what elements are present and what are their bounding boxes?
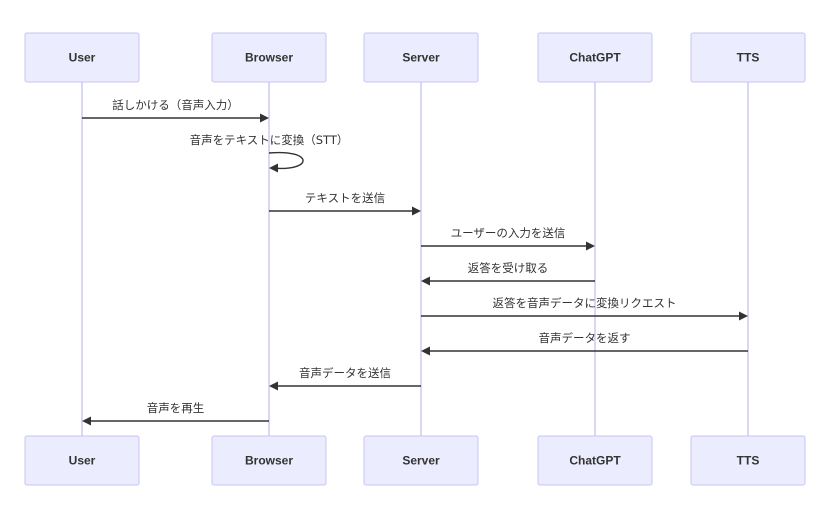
- actor-label: ChatGPT: [569, 454, 621, 468]
- actor-label: Browser: [245, 51, 293, 65]
- arrowhead: [586, 241, 595, 251]
- message-label: 音声をテキストに変換（STT）: [190, 133, 349, 147]
- actor-label: ChatGPT: [569, 51, 621, 65]
- message-1: 話しかける（音声入力）: [82, 98, 269, 123]
- arrowhead: [412, 206, 421, 216]
- actor-user-bottom: User: [24, 435, 140, 486]
- arrowhead: [739, 311, 748, 321]
- message-label: 返答を受け取る: [468, 261, 549, 275]
- actor-user-top: User: [24, 32, 140, 83]
- actor-box: [537, 32, 653, 83]
- actor-box: [363, 435, 479, 486]
- actor-label: Server: [402, 51, 440, 65]
- message-label: 音声を再生: [147, 401, 205, 415]
- actor-box: [211, 435, 327, 486]
- actor-server-bottom: Server: [363, 435, 479, 486]
- actor-box: [537, 435, 653, 486]
- actor-box: [690, 32, 806, 83]
- message-3: テキストを送信: [269, 191, 421, 216]
- actor-server-top: Server: [363, 32, 479, 83]
- actor-label: User: [69, 454, 96, 468]
- actor-box: [363, 32, 479, 83]
- actor-browser-bottom: Browser: [211, 435, 327, 486]
- arrowhead: [421, 276, 430, 286]
- actor-browser-top: Browser: [211, 32, 327, 83]
- actor-box: [211, 32, 327, 83]
- actor-tts-top: TTS: [690, 32, 806, 83]
- actor-box: [690, 435, 806, 486]
- arrowhead: [82, 416, 91, 426]
- actor-label: User: [69, 51, 96, 65]
- message-6: 返答を音声データに変換リクエスト: [421, 296, 748, 321]
- messages: 話しかける（音声入力） 音声をテキストに変換（STT） テキストを送信ユーザーの入力…: [82, 98, 748, 426]
- message-label: 音声データを返す: [539, 331, 631, 345]
- message-7: 音声データを返す: [421, 331, 748, 356]
- actor-label: Server: [402, 454, 440, 468]
- arrowhead: [269, 163, 278, 173]
- message-label: テキストを送信: [305, 191, 385, 205]
- message-5: 返答を受け取る: [421, 261, 595, 286]
- message-line: [268, 151, 304, 170]
- message-label: 返答を音声データに変換リクエスト: [493, 296, 677, 310]
- message-label: 話しかける（音声入力）: [112, 98, 239, 112]
- actors-top: User Browser Server ChatGPT TTS: [24, 32, 806, 83]
- actor-tts-bottom: TTS: [690, 435, 806, 486]
- actor-label: TTS: [737, 51, 760, 65]
- message-label: ユーザーの入力を送信: [451, 226, 566, 240]
- message-9: 音声を再生: [82, 401, 269, 426]
- arrowhead: [421, 346, 430, 356]
- lifelines: [81, 82, 749, 436]
- message-label: 音声データを送信: [299, 366, 391, 380]
- actor-chatgpt-bottom: ChatGPT: [537, 435, 653, 486]
- actors-bottom: User Browser Server ChatGPT TTS: [24, 435, 806, 486]
- actor-chatgpt-top: ChatGPT: [537, 32, 653, 83]
- actor-box: [24, 32, 140, 83]
- message-2: 音声をテキストに変換（STT）: [190, 133, 349, 173]
- arrowhead: [260, 113, 269, 123]
- actor-label: TTS: [737, 454, 760, 468]
- message-4: ユーザーの入力を送信: [421, 226, 595, 251]
- message-8: 音声データを送信: [269, 366, 421, 391]
- actor-box: [24, 435, 140, 486]
- actor-label: Browser: [245, 454, 293, 468]
- arrowhead: [269, 381, 278, 391]
